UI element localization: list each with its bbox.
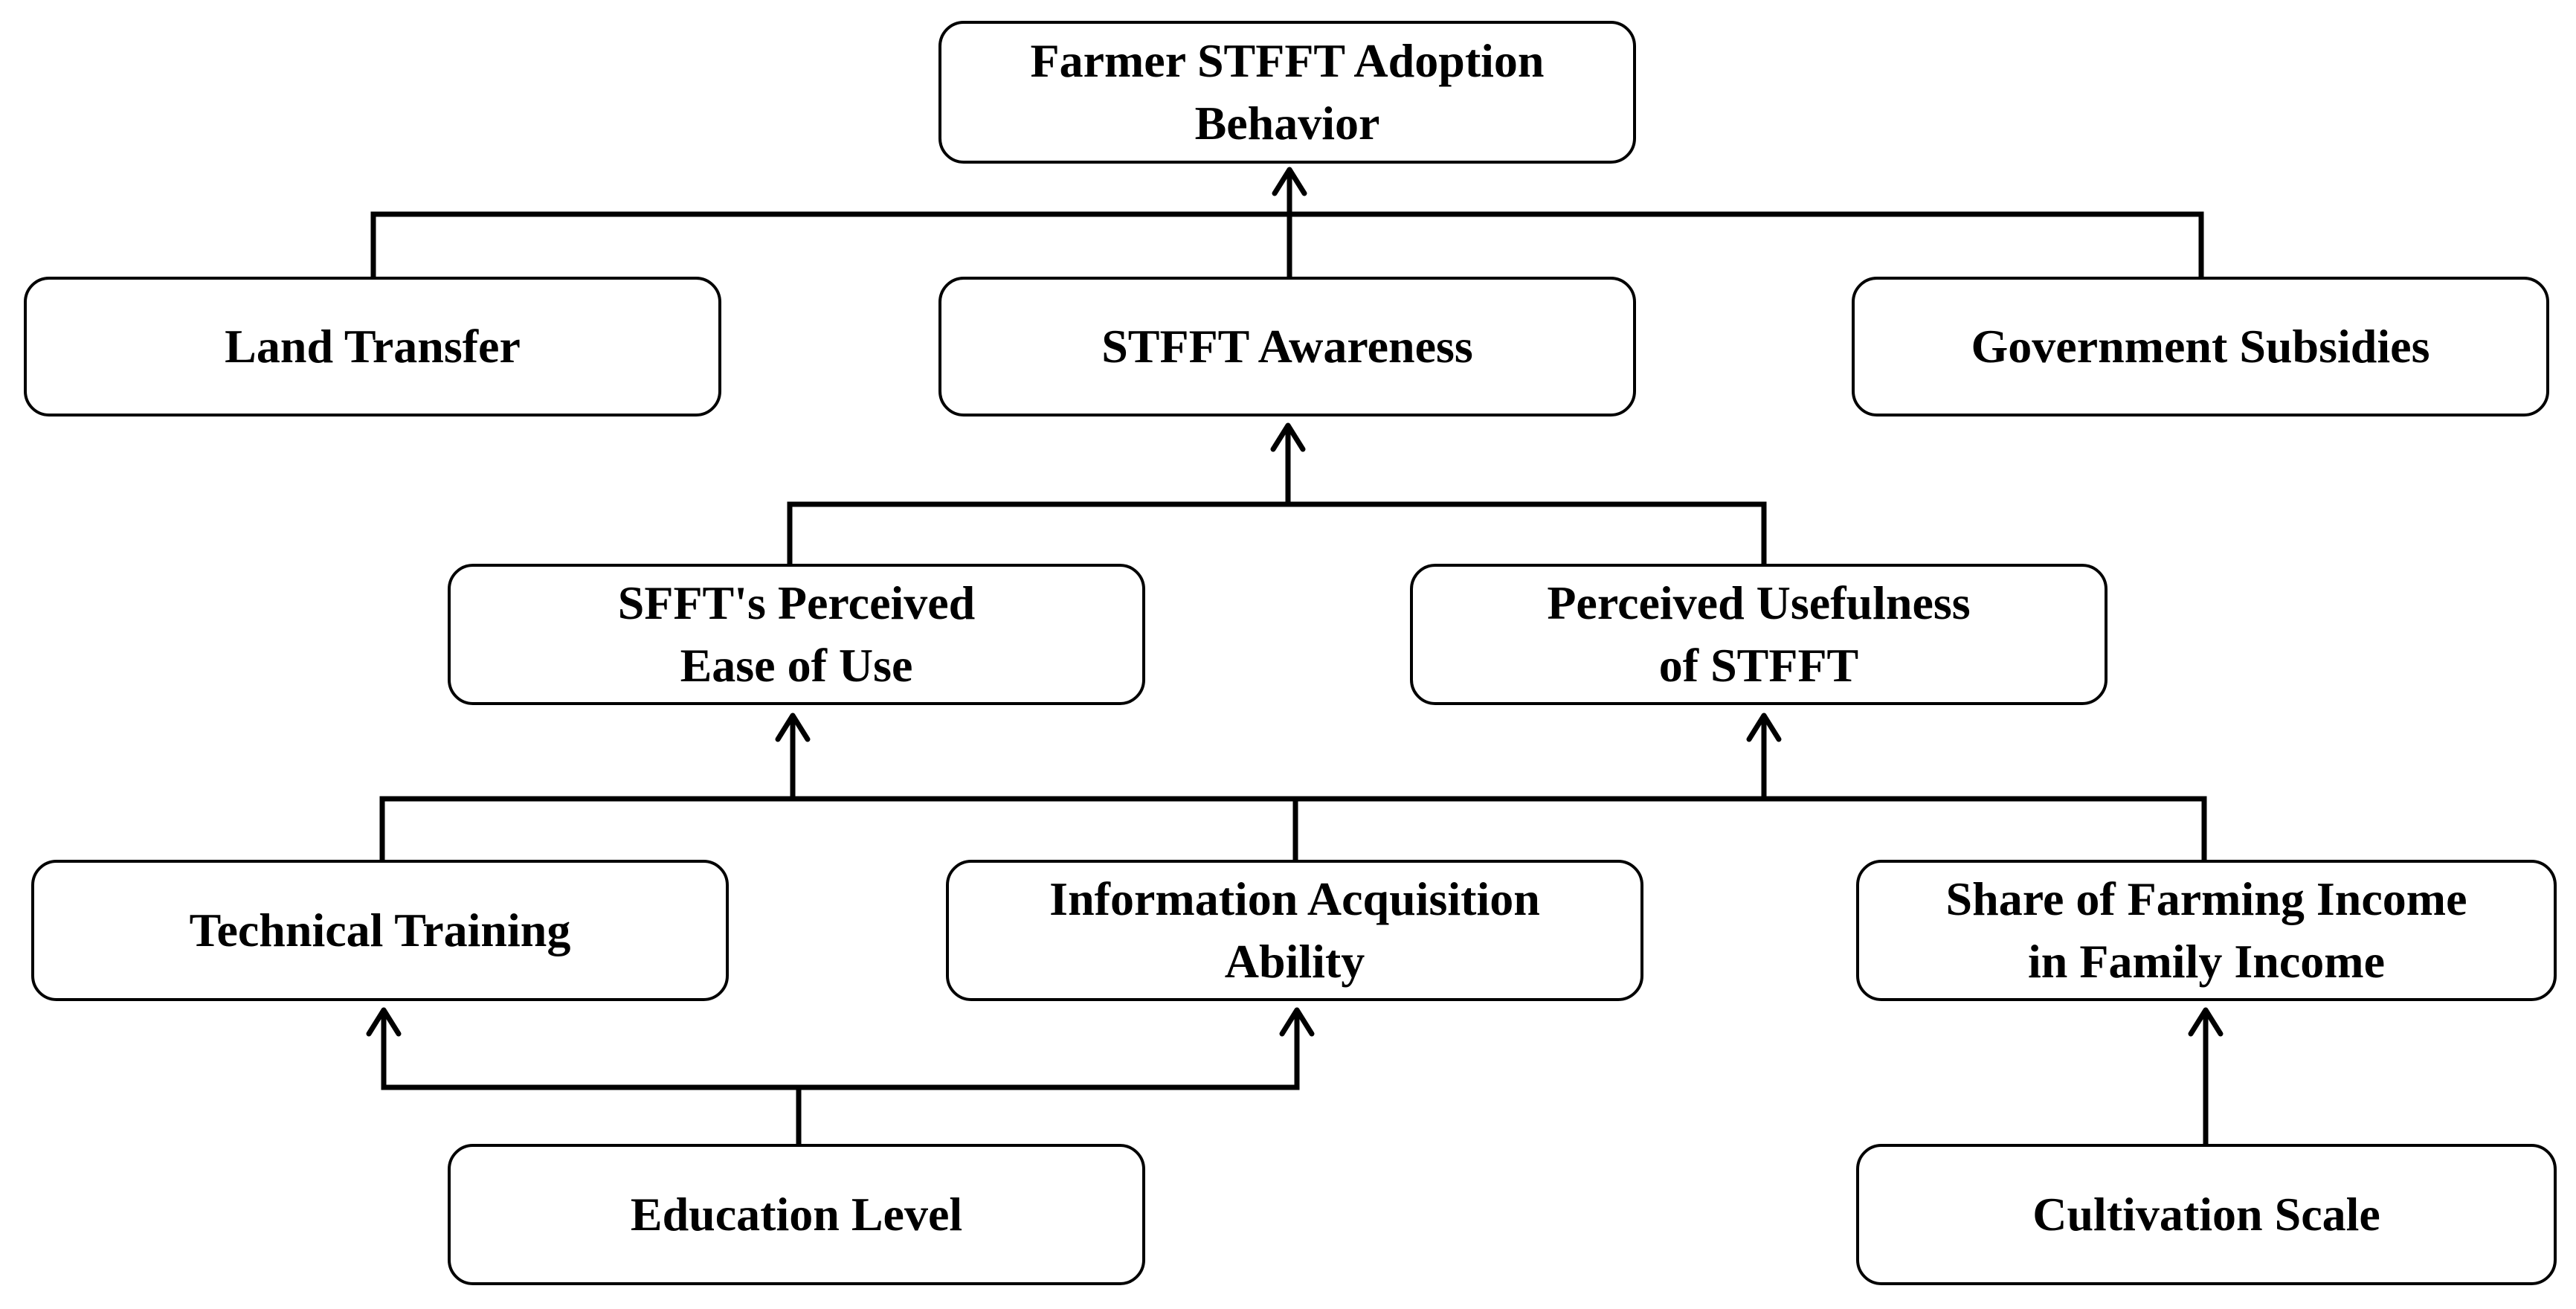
node-land-transfer-label: Land Transfer	[225, 320, 521, 373]
node-adoption-line-1: Farmer STFFT Adoption	[1030, 34, 1545, 87]
node-info-line-2: Ability	[1224, 935, 1365, 988]
node-cultivation-label: Cultivation Scale	[2032, 1188, 2380, 1241]
node-technical-training: Technical Training	[31, 860, 729, 1001]
node-adoption-line-2: Behavior	[1194, 97, 1380, 149]
node-stfft-awareness: STFFT Awareness	[938, 277, 1636, 416]
arrowhead-info-ability	[1279, 1007, 1315, 1037]
arrowhead-income-share	[2188, 1007, 2224, 1037]
node-awareness-label: STFFT Awareness	[1101, 320, 1473, 373]
node-info-line-1: Information Acquisition	[1049, 872, 1540, 925]
node-training-label: Technical Training	[189, 904, 571, 956]
node-subsidies-label: Government Subsidies	[1971, 320, 2430, 373]
node-perceived-usefulness: Perceived Usefulness of STFFT	[1410, 564, 2108, 705]
node-government-subsidies: Government Subsidies	[1852, 277, 2549, 416]
node-education-level: Education Level	[448, 1144, 1145, 1285]
node-land-transfer: Land Transfer	[24, 277, 721, 416]
arrowhead-training	[366, 1007, 402, 1037]
node-cultivation-scale: Cultivation Scale	[1856, 1144, 2557, 1285]
node-education-label: Education Level	[630, 1188, 963, 1241]
node-perceived-ease-of-use: SFFT's Perceived Ease of Use	[448, 564, 1145, 705]
node-ease-line-2: Ease of Use	[680, 639, 913, 692]
node-income-line-1: Share of Farming Income	[1945, 872, 2467, 925]
node-usefulness-line-1: Perceived Usefulness	[1547, 576, 1971, 629]
arrowhead-ease-of-use	[775, 713, 811, 742]
node-adoption-behavior: Farmer STFFT Adoption Behavior	[938, 21, 1636, 164]
connector-ease-usefulness	[787, 501, 1767, 565]
arrowhead-usefulness	[1746, 713, 1782, 742]
arrowhead-adoption	[1272, 167, 1307, 196]
node-usefulness-line-2: of STFFT	[1658, 639, 1859, 692]
node-income-line-2: in Family Income	[2028, 935, 2385, 988]
node-ease-line-1: SFFT's Perceived	[617, 576, 976, 629]
arrowhead-awareness	[1270, 422, 1306, 452]
node-information-acquisition: Information Acquisition Ability	[946, 860, 1643, 1001]
node-farming-income-share: Share of Farming Income in Family Income	[1856, 860, 2557, 1001]
